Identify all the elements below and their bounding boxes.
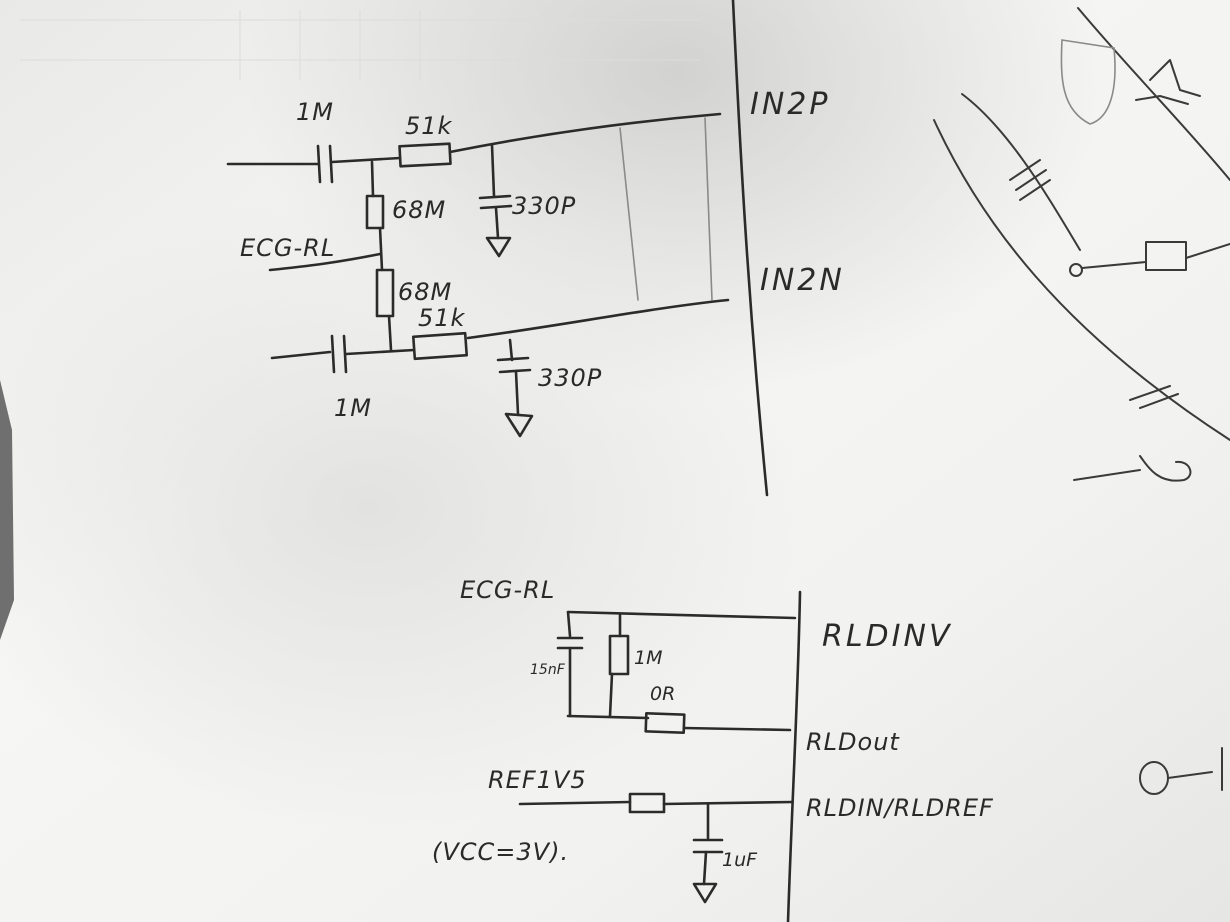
label-pin-rldin: RLDIN/RLDREF — [806, 794, 994, 822]
label-pin-in2p: IN2P — [750, 87, 830, 122]
top-schematic: 1M 51k 330P 68M ECG-RL 68M 51k 330P 1M I… — [226, 0, 845, 497]
label-res-68-bot: 68M — [398, 278, 452, 306]
label-res-0r: 0R — [650, 683, 675, 705]
bottom-schematic: ECG-RL 15nF 1M 0R RLDINV RLDout REF1V5 R… — [432, 576, 994, 922]
label-res-top: 51k — [405, 112, 453, 140]
label-cap-top: 1M — [296, 98, 334, 126]
label-net-ecg-rl-top: ECG-RL — [240, 234, 335, 262]
label-res-68-top: 68M — [392, 196, 446, 224]
label-cap-1uf: 1uF — [722, 849, 758, 871]
label-pin-in2n: IN2N — [760, 263, 845, 298]
label-net-ref: REF1V5 — [488, 766, 587, 794]
label-cap-330-bot: 330P — [538, 364, 602, 392]
label-pin-rldout: RLDout — [806, 728, 900, 756]
label-cap-330-top: 330P — [512, 192, 576, 220]
faint-grid — [20, 10, 700, 80]
label-note-vcc: (VCC=3V). — [432, 838, 569, 866]
label-res-bot: 51k — [418, 304, 466, 332]
label-cap-15nf: 15nF — [530, 662, 566, 678]
label-net-ecg-rl-bottom: ECG-RL — [460, 576, 555, 604]
label-res-1m: 1M — [634, 647, 662, 669]
label-pin-rldinv: RLDINV — [822, 619, 952, 654]
label-cap-bot: 1M — [334, 394, 372, 422]
right-edge-sketch — [933, 7, 1230, 795]
